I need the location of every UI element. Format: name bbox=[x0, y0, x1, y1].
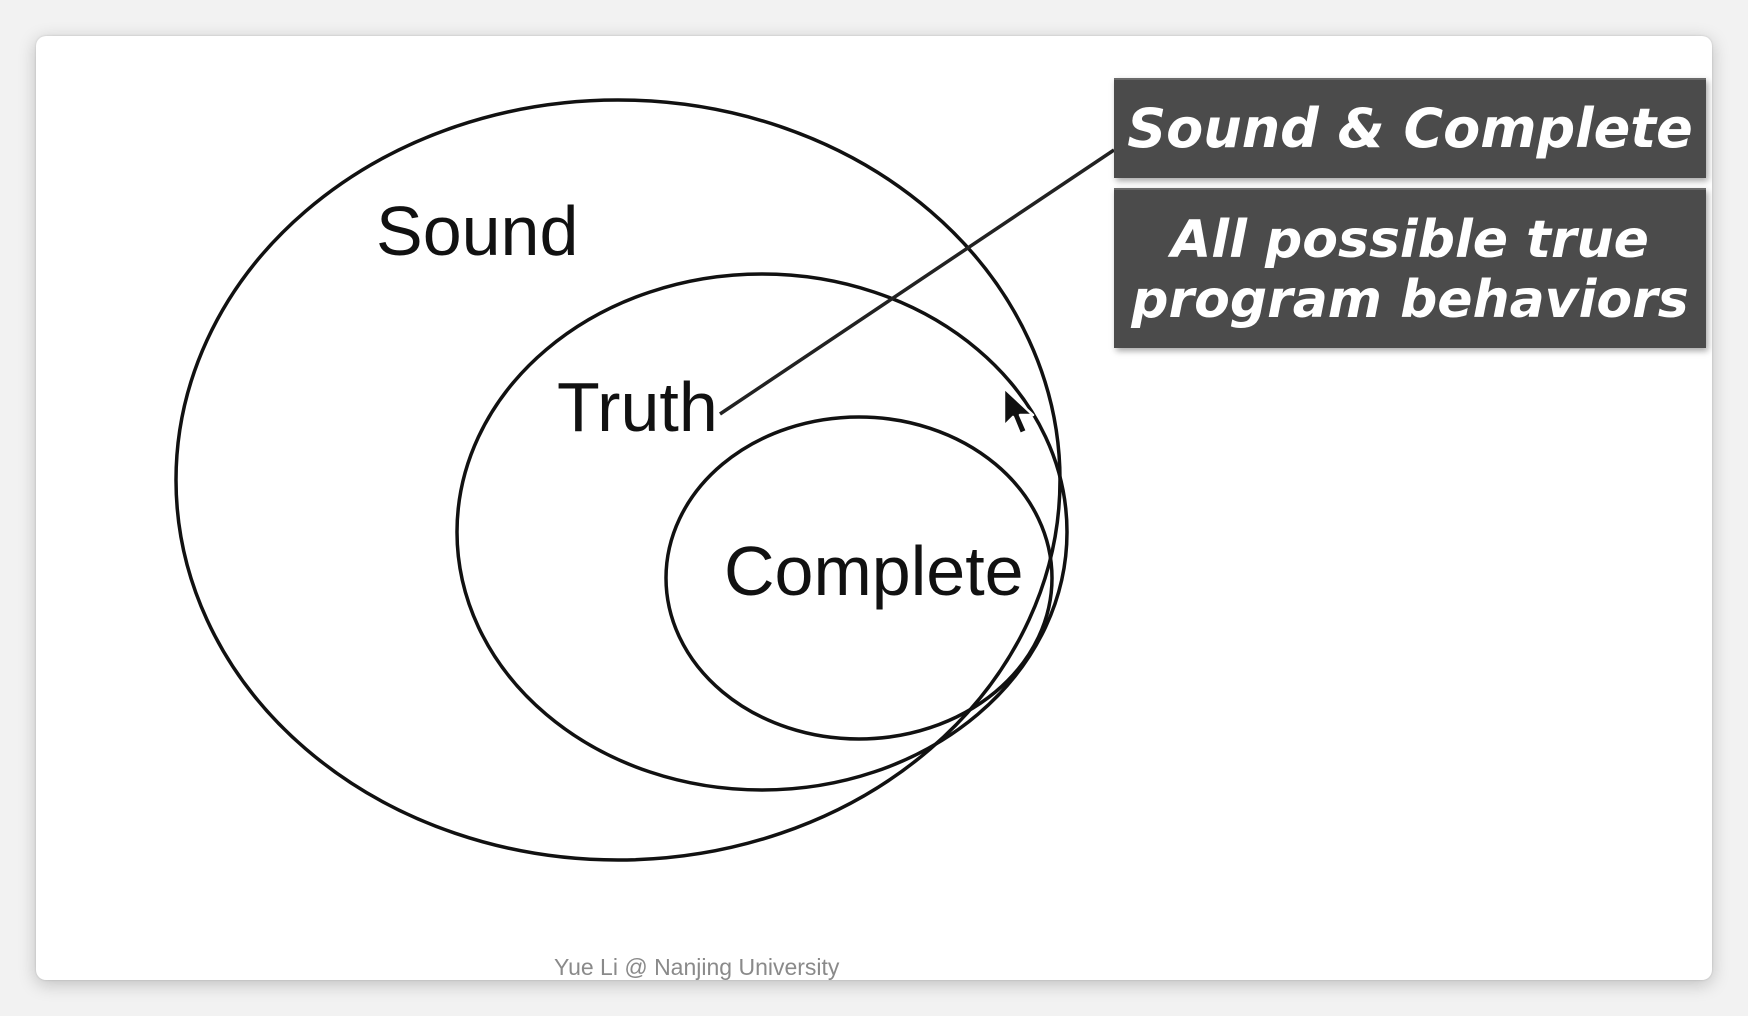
venn-diagram bbox=[174, 98, 1115, 862]
sound-label: Sound bbox=[376, 192, 579, 270]
footer-credit: Yue Li @ Nanjing University bbox=[554, 954, 840, 980]
truth-label: Truth bbox=[557, 368, 718, 446]
callout-description-line-2: program behaviors bbox=[1131, 270, 1689, 330]
truth-circle bbox=[455, 272, 1069, 792]
complete-circle bbox=[664, 415, 1054, 741]
callout-leader-line bbox=[719, 148, 1115, 416]
callout-description-line-1: All possible true bbox=[1171, 210, 1649, 270]
complete-label: Complete bbox=[724, 532, 1024, 610]
mouse-pointer-icon bbox=[1002, 386, 1035, 436]
callout-description-box: All possible true program behaviors bbox=[1114, 188, 1706, 348]
sound-circle bbox=[174, 98, 1062, 862]
callout-title-box: Sound & Complete bbox=[1114, 78, 1706, 178]
callout-title: Sound & Complete bbox=[1127, 97, 1693, 160]
slide-window: Sound Truth Complete Sound & Complete Al… bbox=[36, 36, 1712, 980]
